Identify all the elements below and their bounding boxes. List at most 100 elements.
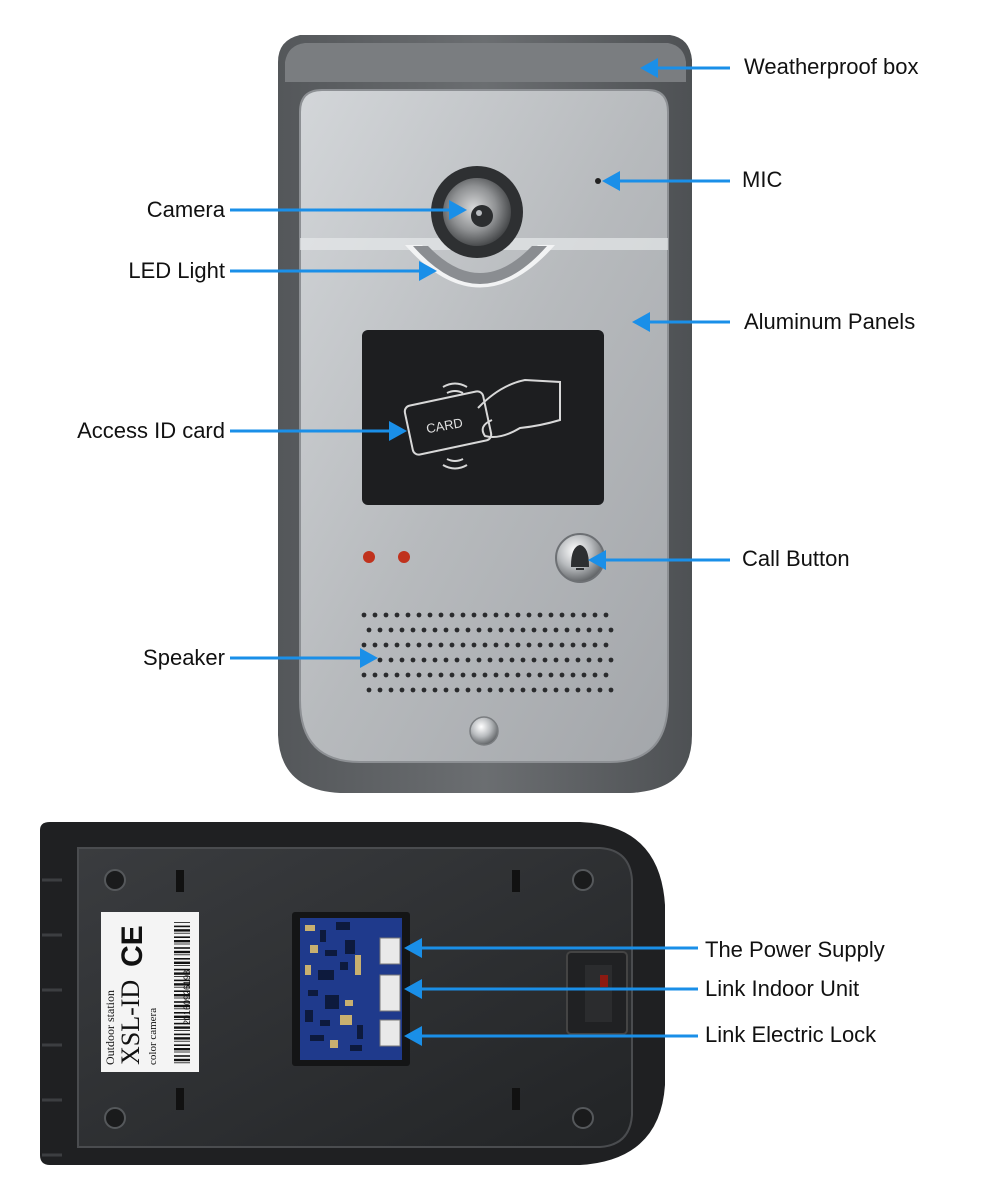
speaker-hole (383, 612, 389, 618)
barcode-bar (174, 997, 190, 999)
speaker-hole (564, 687, 570, 693)
card-reader-window (362, 330, 604, 505)
pcb-component (325, 950, 337, 956)
speaker-hole (564, 627, 570, 633)
speaker-hole (570, 612, 576, 618)
camera-lens-core (471, 205, 493, 227)
barcode-bar (174, 986, 190, 988)
speaker-hole (482, 612, 488, 618)
barcode-bar (174, 983, 190, 986)
speaker-hole (520, 687, 526, 693)
speaker-hole (443, 687, 449, 693)
speaker-hole (427, 612, 433, 618)
pcb-component (345, 1000, 353, 1006)
housing-top-rim (285, 43, 686, 82)
pcb-component (336, 922, 350, 930)
speaker-hole (405, 672, 411, 678)
arrow-call-head (588, 550, 606, 570)
speaker-hole (526, 612, 532, 618)
back-unit: Outdoor station XSL-ID color camera 2016… (40, 822, 665, 1165)
pcb-component (310, 1035, 324, 1041)
card-icon: CARD (403, 378, 561, 470)
speaker-hole (597, 687, 603, 693)
label-aluminum-panels: Aluminum Panels (744, 309, 916, 334)
speaker-hole (361, 672, 367, 678)
speaker-hole (498, 687, 504, 693)
speaker-hole (372, 612, 378, 618)
speaker-hole (410, 687, 416, 693)
speaker-hole (509, 687, 515, 693)
pcb-component (320, 930, 326, 942)
speaker-hole (542, 687, 548, 693)
speaker-hole (482, 642, 488, 648)
pcb-component (357, 1025, 363, 1039)
barcode (174, 922, 190, 1064)
keyhole-top-left (176, 870, 184, 892)
speaker-hole (443, 657, 449, 663)
barcode-bar (174, 965, 190, 966)
speaker-hole (449, 642, 455, 648)
speaker-hole (438, 672, 444, 678)
cable-red (600, 975, 608, 987)
speaker-hole (559, 672, 565, 678)
indoor-unit-connector[interactable] (379, 974, 401, 1012)
speaker-hole (449, 672, 455, 678)
mic-hole (595, 178, 601, 184)
speaker-hole (542, 657, 548, 663)
barcode-bar (174, 1022, 190, 1025)
speaker-hole (454, 687, 460, 693)
barcode-bar (174, 1044, 190, 1046)
speaker-hole (410, 657, 416, 663)
pcb-component (305, 965, 311, 975)
speaker-hole (608, 627, 614, 633)
speaker-hole (603, 672, 609, 678)
barcode-bar (174, 979, 190, 982)
label-model: XSL-ID (116, 980, 145, 1065)
speaker-hole (465, 627, 471, 633)
speaker-hole (509, 627, 515, 633)
pcb-component (340, 962, 348, 970)
barcode-bar (174, 1015, 190, 1018)
speaker-hole (493, 642, 499, 648)
speaker-hole (361, 642, 367, 648)
pcb-component (308, 990, 318, 996)
speaker-hole (586, 657, 592, 663)
power-connector[interactable] (379, 937, 401, 965)
speaker-hole (515, 642, 521, 648)
speaker-hole (520, 657, 526, 663)
speaker-hole (559, 642, 565, 648)
speaker-hole (487, 657, 493, 663)
speaker-hole (531, 627, 537, 633)
speaker-hole (476, 627, 482, 633)
speaker-hole (465, 657, 471, 663)
speaker-hole (449, 612, 455, 618)
barcode-bar (174, 932, 190, 934)
speaker-hole (548, 672, 554, 678)
barcode-bar (174, 972, 190, 975)
bottom-screw (469, 716, 499, 746)
mount-hole-top-left (104, 869, 126, 891)
speaker-hole (394, 612, 400, 618)
label-subtitle: color camera (147, 1008, 159, 1065)
speaker-hole (581, 612, 587, 618)
electric-lock-connector[interactable] (379, 1019, 401, 1047)
barcode-bar (174, 922, 190, 923)
keyhole-top-right (512, 870, 520, 892)
speaker-hole (603, 642, 609, 648)
speaker-hole (438, 642, 444, 648)
speaker-hole (493, 612, 499, 618)
speaker-hole (471, 672, 477, 678)
speaker-hole (592, 672, 598, 678)
speaker-hole (410, 627, 416, 633)
barcode-bar (174, 1048, 190, 1051)
arrow-mic-head (602, 171, 620, 191)
speaker-hole (515, 672, 521, 678)
pcb-component (345, 940, 355, 954)
speaker-hole (526, 672, 532, 678)
speaker-hole (575, 687, 581, 693)
barcode-bar (174, 1033, 190, 1036)
barcode-bar (174, 936, 190, 938)
speaker-hole (570, 672, 576, 678)
